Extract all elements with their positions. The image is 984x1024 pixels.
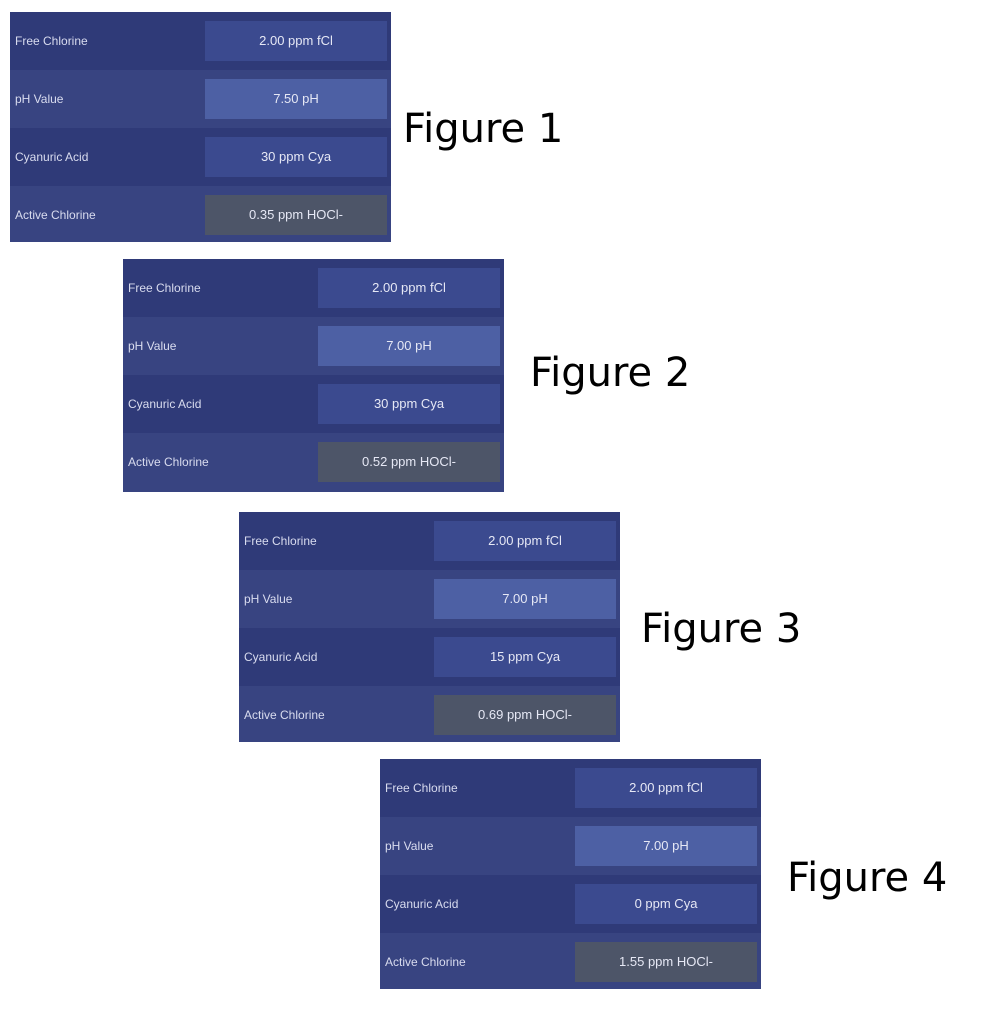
cyanuric-acid-row: Cyanuric Acid 15 ppm Cya [239, 628, 620, 686]
ph-value-value[interactable]: 7.00 pH [434, 579, 616, 619]
cyanuric-acid-label: Cyanuric Acid [244, 650, 318, 664]
free-chlorine-label: Free Chlorine [244, 534, 317, 548]
active-chlorine-value: 0.35 ppm HOCl- [205, 195, 387, 235]
cyanuric-acid-value[interactable]: 30 ppm Cya [318, 384, 500, 424]
ph-value-row: pH Value 7.00 pH [123, 317, 504, 375]
figure-4-caption: Figure 4 [787, 855, 948, 901]
free-chlorine-value[interactable]: 2.00 ppm fCl [434, 521, 616, 561]
free-chlorine-row: Free Chlorine 2.00 ppm fCl [123, 259, 504, 317]
cyanuric-acid-label: Cyanuric Acid [385, 897, 459, 911]
free-chlorine-value[interactable]: 2.00 ppm fCl [205, 21, 387, 61]
ph-value-row: pH Value 7.50 pH [10, 70, 391, 128]
active-chlorine-value: 1.55 ppm HOCl- [575, 942, 757, 982]
free-chlorine-label: Free Chlorine [15, 34, 88, 48]
figure-2-panel: Free Chlorine 2.00 ppm fCl pH Value 7.00… [123, 259, 504, 492]
active-chlorine-value: 0.69 ppm HOCl- [434, 695, 616, 735]
figure-1-panel: Free Chlorine 2.00 ppm fCl pH Value 7.50… [10, 12, 391, 242]
free-chlorine-label: Free Chlorine [128, 281, 201, 295]
active-chlorine-label: Active Chlorine [244, 708, 325, 722]
ph-value-value[interactable]: 7.50 pH [205, 79, 387, 119]
cyanuric-acid-label: Cyanuric Acid [128, 397, 202, 411]
free-chlorine-value[interactable]: 2.00 ppm fCl [318, 268, 500, 308]
active-chlorine-label: Active Chlorine [385, 955, 466, 969]
figure-1-caption: Figure 1 [403, 106, 564, 152]
ph-value-value[interactable]: 7.00 pH [318, 326, 500, 366]
ph-value-label: pH Value [128, 339, 177, 353]
cyanuric-acid-value[interactable]: 30 ppm Cya [205, 137, 387, 177]
cyanuric-acid-label: Cyanuric Acid [15, 150, 89, 164]
active-chlorine-row: Active Chlorine 0.52 ppm HOCl- [123, 433, 504, 492]
figure-2-caption: Figure 2 [530, 350, 691, 396]
ph-value-label: pH Value [244, 592, 293, 606]
ph-value-label: pH Value [15, 92, 64, 106]
figure-3-panel: Free Chlorine 2.00 ppm fCl pH Value 7.00… [239, 512, 620, 742]
active-chlorine-row: Active Chlorine 0.69 ppm HOCl- [239, 686, 620, 742]
active-chlorine-value: 0.52 ppm HOCl- [318, 442, 500, 482]
free-chlorine-value[interactable]: 2.00 ppm fCl [575, 768, 757, 808]
free-chlorine-row: Free Chlorine 2.00 ppm fCl [10, 12, 391, 70]
free-chlorine-label: Free Chlorine [385, 781, 458, 795]
active-chlorine-label: Active Chlorine [15, 208, 96, 222]
figure-3-caption: Figure 3 [641, 606, 802, 652]
active-chlorine-row: Active Chlorine 1.55 ppm HOCl- [380, 933, 761, 989]
cyanuric-acid-row: Cyanuric Acid 0 ppm Cya [380, 875, 761, 933]
ph-value-value[interactable]: 7.00 pH [575, 826, 757, 866]
cyanuric-acid-row: Cyanuric Acid 30 ppm Cya [123, 375, 504, 433]
ph-value-row: pH Value 7.00 pH [380, 817, 761, 875]
free-chlorine-row: Free Chlorine 2.00 ppm fCl [380, 759, 761, 817]
free-chlorine-row: Free Chlorine 2.00 ppm fCl [239, 512, 620, 570]
ph-value-label: pH Value [385, 839, 434, 853]
figure-4-panel: Free Chlorine 2.00 ppm fCl pH Value 7.00… [380, 759, 761, 989]
active-chlorine-label: Active Chlorine [128, 455, 209, 469]
cyanuric-acid-row: Cyanuric Acid 30 ppm Cya [10, 128, 391, 186]
cyanuric-acid-value[interactable]: 0 ppm Cya [575, 884, 757, 924]
ph-value-row: pH Value 7.00 pH [239, 570, 620, 628]
active-chlorine-row: Active Chlorine 0.35 ppm HOCl- [10, 186, 391, 242]
cyanuric-acid-value[interactable]: 15 ppm Cya [434, 637, 616, 677]
